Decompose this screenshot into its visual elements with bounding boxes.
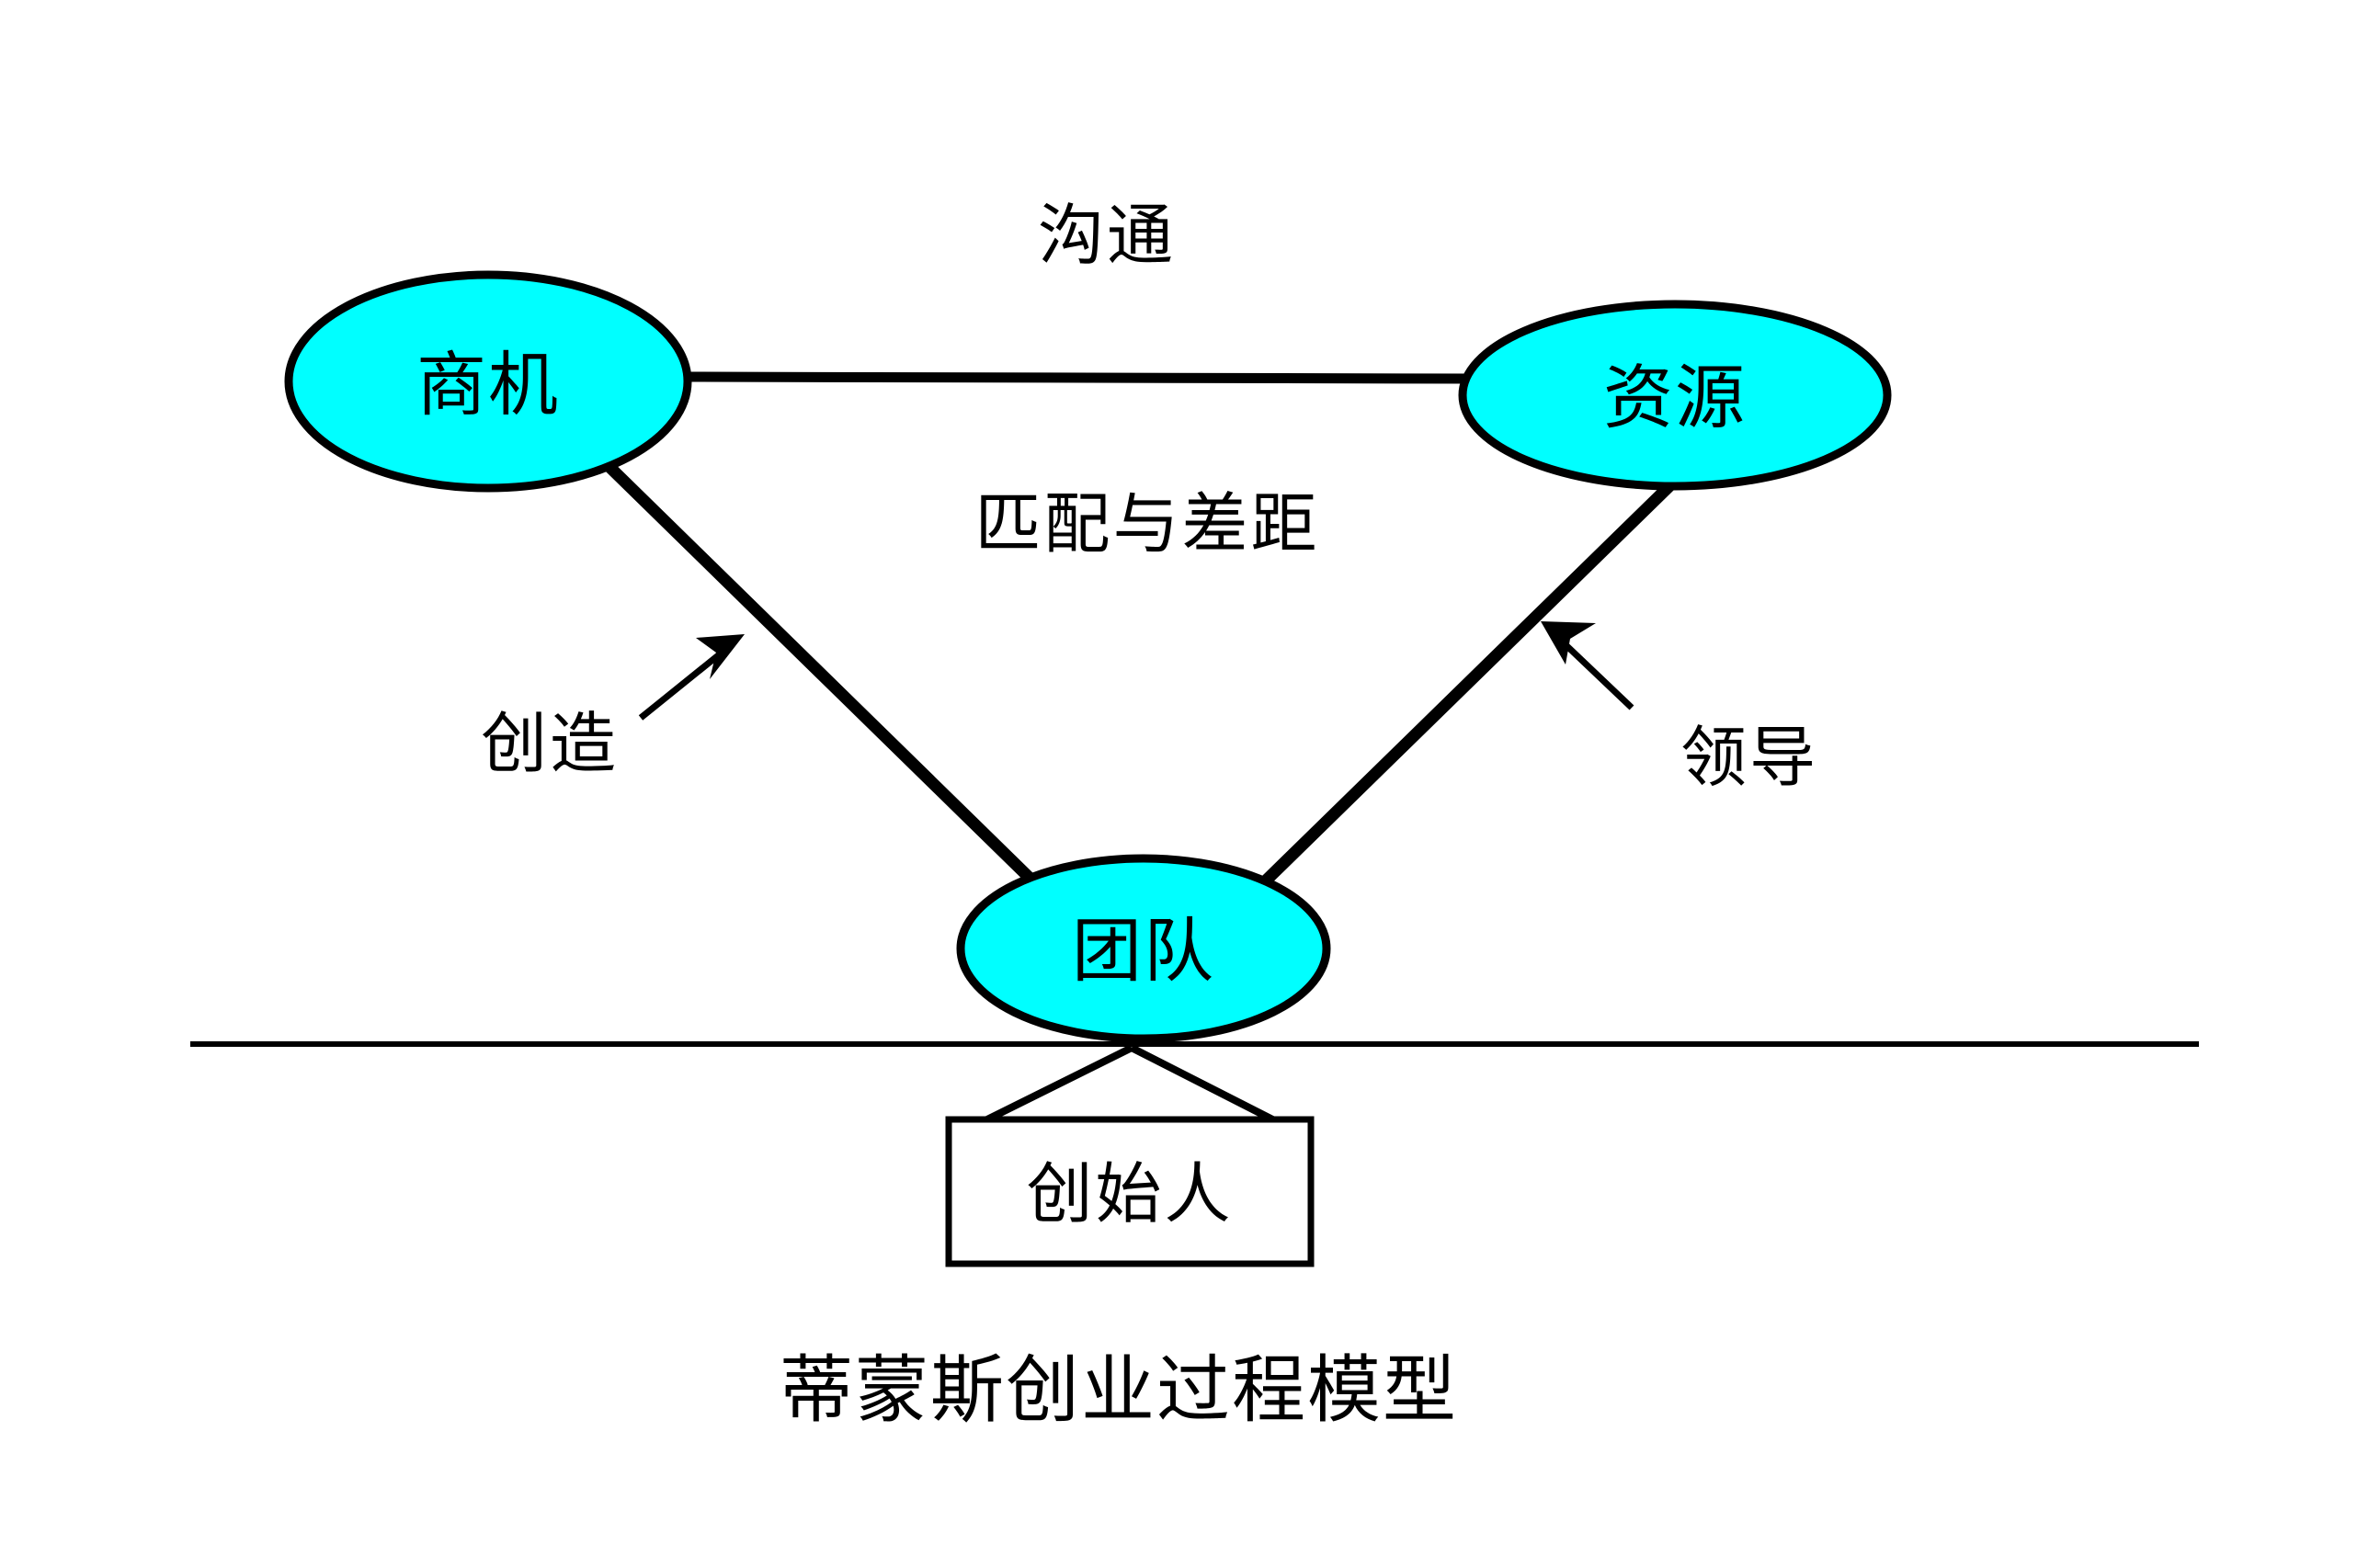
node-founder-box[interactable] xyxy=(945,1116,1315,1267)
node-resources-label: 资源 xyxy=(1603,360,1747,437)
node-opportunity-label: 商机 xyxy=(416,347,560,425)
node-opportunity-ellipse[interactable] xyxy=(284,270,692,493)
edge-opportunity-team xyxy=(602,460,1043,892)
edge-label-leadership: 领导 xyxy=(1680,721,1818,795)
node-team-ellipse[interactable] xyxy=(956,854,1331,1043)
edge-label-communication: 沟通 xyxy=(1038,199,1176,273)
node-resources-group[interactable]: 资源 xyxy=(1458,300,1892,491)
founder-connector-right xyxy=(1130,1044,1281,1127)
annotation-arrow-creation xyxy=(638,634,745,721)
node-founder-label: 创始人 xyxy=(1026,1158,1233,1232)
edge-label-fit-and-gaps: 匹配与差距 xyxy=(974,488,1319,562)
node-team-label: 团队 xyxy=(1072,914,1215,991)
diagram-caption: 蒂蒙斯创业过程模型 xyxy=(780,1351,1458,1432)
node-team-group[interactable]: 团队 xyxy=(956,854,1331,1043)
creation-arrow-head xyxy=(696,634,745,679)
founder-connector xyxy=(984,1044,1281,1127)
node-resources-ellipse[interactable] xyxy=(1458,300,1892,491)
edge-opportunity-resources xyxy=(679,371,1476,384)
node-founder-group[interactable]: 创始人 xyxy=(945,1116,1315,1267)
edge-resources-team xyxy=(1255,478,1678,892)
leadership-arrow-head xyxy=(1541,621,1596,664)
founder-connector-left xyxy=(984,1044,1133,1124)
annotation-arrow-leadership xyxy=(1541,621,1634,710)
node-opportunity-group[interactable]: 商机 xyxy=(284,270,692,493)
triangle-edges xyxy=(602,371,1678,892)
edge-label-creation: 创造 xyxy=(481,708,619,781)
